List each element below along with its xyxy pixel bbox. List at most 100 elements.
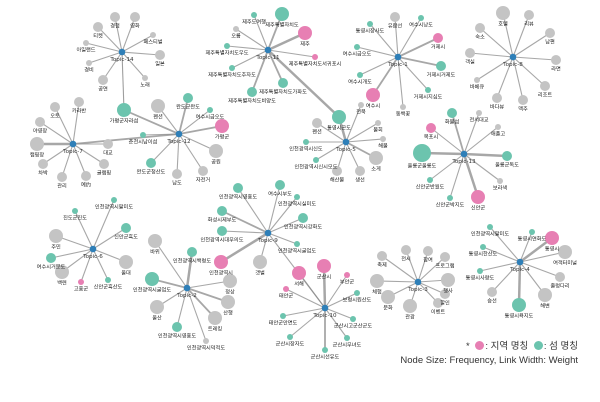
keyword-node[interactable] xyxy=(344,272,350,278)
keyword-node[interactable] xyxy=(217,226,227,236)
keyword-node[interactable] xyxy=(93,22,103,32)
keyword-node[interactable] xyxy=(130,12,140,22)
keyword-node[interactable] xyxy=(150,32,156,38)
keyword-node[interactable] xyxy=(370,274,384,288)
keyword-node[interactable] xyxy=(465,48,475,58)
keyword-node[interactable] xyxy=(119,255,133,269)
keyword-node[interactable] xyxy=(312,118,322,128)
keyword-node[interactable] xyxy=(214,255,228,269)
keyword-node[interactable] xyxy=(545,28,555,38)
keyword-node[interactable] xyxy=(545,231,559,245)
keyword-node[interactable] xyxy=(524,10,534,20)
topic-node[interactable] xyxy=(264,46,272,54)
keyword-node[interactable] xyxy=(502,151,512,161)
topic-node[interactable] xyxy=(414,278,422,286)
topic-node[interactable] xyxy=(69,140,77,148)
keyword-node[interactable] xyxy=(298,213,308,223)
keyword-node[interactable] xyxy=(480,244,486,250)
keyword-node[interactable] xyxy=(447,195,453,201)
keyword-node[interactable] xyxy=(38,159,48,169)
keyword-node[interactable] xyxy=(72,208,78,214)
keyword-node[interactable] xyxy=(145,272,159,286)
keyword-node[interactable] xyxy=(49,229,63,243)
keyword-node[interactable] xyxy=(105,277,111,283)
keyword-node[interactable] xyxy=(251,12,257,18)
keyword-node[interactable] xyxy=(400,104,406,110)
keyword-node[interactable] xyxy=(303,139,309,145)
keyword-node[interactable] xyxy=(476,110,482,116)
keyword-node[interactable] xyxy=(292,266,306,280)
keyword-node[interactable] xyxy=(203,338,209,344)
keyword-node[interactable] xyxy=(294,241,300,247)
keyword-node[interactable] xyxy=(172,169,182,179)
keyword-node[interactable] xyxy=(233,26,239,32)
keyword-node[interactable] xyxy=(78,279,84,285)
keyword-node[interactable] xyxy=(436,61,446,71)
keyword-node[interactable] xyxy=(440,289,450,299)
topic-node[interactable] xyxy=(264,229,272,237)
keyword-node[interactable] xyxy=(57,172,67,182)
keyword-node[interactable] xyxy=(471,190,485,204)
keyword-node[interactable] xyxy=(355,166,365,176)
keyword-node[interactable] xyxy=(209,144,223,158)
topic-node[interactable] xyxy=(460,150,468,158)
keyword-node[interactable] xyxy=(183,93,193,103)
keyword-node[interactable] xyxy=(312,54,318,60)
keyword-node[interactable] xyxy=(275,7,289,21)
keyword-node[interactable] xyxy=(344,335,350,341)
keyword-node[interactable] xyxy=(367,21,373,27)
keyword-node[interactable] xyxy=(46,253,56,263)
keyword-node[interactable] xyxy=(354,44,360,50)
keyword-node[interactable] xyxy=(35,117,45,127)
keyword-node[interactable] xyxy=(413,144,431,162)
keyword-node[interactable] xyxy=(313,157,319,163)
keyword-node[interactable] xyxy=(111,197,117,203)
keyword-node[interactable] xyxy=(403,299,417,313)
keyword-node[interactable] xyxy=(117,103,131,117)
keyword-node[interactable] xyxy=(81,171,91,181)
keyword-node[interactable] xyxy=(275,180,285,190)
topic-node[interactable] xyxy=(183,284,191,292)
keyword-node[interactable] xyxy=(50,102,60,112)
keyword-node[interactable] xyxy=(278,78,288,88)
keyword-node[interactable] xyxy=(86,60,92,66)
keyword-node[interactable] xyxy=(208,311,222,325)
keyword-node[interactable] xyxy=(332,166,342,176)
keyword-node[interactable] xyxy=(426,123,436,133)
keyword-node[interactable] xyxy=(217,206,227,216)
keyword-node[interactable] xyxy=(140,132,146,138)
keyword-node[interactable] xyxy=(529,229,535,235)
topic-node[interactable] xyxy=(89,245,97,253)
keyword-node[interactable] xyxy=(366,88,380,102)
keyword-node[interactable] xyxy=(380,136,386,142)
topic-node[interactable] xyxy=(175,130,183,138)
keyword-node[interactable] xyxy=(381,290,395,304)
topic-node[interactable] xyxy=(342,138,350,146)
keyword-node[interactable] xyxy=(187,247,197,257)
keyword-node[interactable] xyxy=(518,95,528,105)
keyword-node[interactable] xyxy=(287,334,293,340)
keyword-node[interactable] xyxy=(477,268,483,274)
keyword-node[interactable] xyxy=(221,295,235,309)
keyword-node[interactable] xyxy=(377,251,387,261)
keyword-node[interactable] xyxy=(558,245,572,259)
keyword-node[interactable] xyxy=(427,177,433,183)
keyword-node[interactable] xyxy=(332,110,346,124)
keyword-node[interactable] xyxy=(294,194,300,200)
keyword-node[interactable] xyxy=(497,178,503,184)
keyword-node[interactable] xyxy=(229,65,235,71)
keyword-node[interactable] xyxy=(495,124,501,130)
keyword-node[interactable] xyxy=(317,259,331,273)
keyword-node[interactable] xyxy=(142,75,148,81)
keyword-node[interactable] xyxy=(280,313,286,319)
topic-node[interactable] xyxy=(321,304,329,312)
keyword-node[interactable] xyxy=(487,287,497,297)
keyword-node[interactable] xyxy=(155,50,165,60)
keyword-node[interactable] xyxy=(146,158,156,168)
keyword-node[interactable] xyxy=(110,12,120,22)
keyword-node[interactable] xyxy=(150,300,164,314)
keyword-node[interactable] xyxy=(223,274,237,288)
keyword-node[interactable] xyxy=(433,33,443,43)
keyword-node[interactable] xyxy=(418,15,424,21)
keyword-node[interactable] xyxy=(233,183,243,193)
